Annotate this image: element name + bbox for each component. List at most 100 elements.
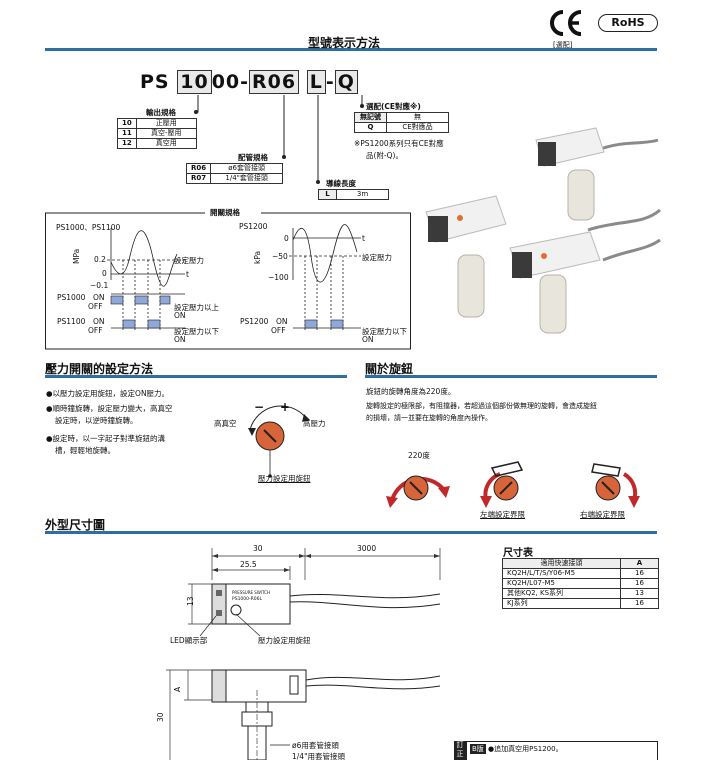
ps1000-above-on: ON <box>174 311 186 320</box>
setting-knob-label: 壓力設定用旋鈕 <box>258 474 311 483</box>
dim-a: A <box>173 686 182 692</box>
pressure-setting-item-4: ●設定時，以一字起子對準旋鈕的溝 <box>46 434 166 443</box>
model-option-code: Q <box>334 70 358 94</box>
fitting-label-1: ø6用套管接頭 <box>292 741 339 750</box>
left-tick-02: 0.2 <box>94 255 106 264</box>
sensor-print-1: PRESSURE SWITCH <box>232 590 270 595</box>
revision-tag: 訂正 <box>454 741 466 760</box>
option-note-2: 品(附-Q)。 <box>366 151 403 160</box>
right-limit-label: 右端設定界限 <box>580 510 625 519</box>
knob-line-1: 旋鈕的旋轉角度為220度。 <box>366 387 456 396</box>
piping-spec-title: 配管規格 <box>238 153 268 162</box>
revision-box <box>466 741 658 760</box>
high-pressure-label: 高壓力 <box>303 419 326 428</box>
header-bar <box>45 48 657 51</box>
product-image <box>425 127 661 334</box>
switch-right-title: PS1200 <box>239 222 268 231</box>
switch-spec-diagram <box>45 210 411 350</box>
ce-caption: [選配] <box>553 41 573 49</box>
knob-rotation-diagrams <box>386 461 640 508</box>
left-tick-neg01: −0.1 <box>90 281 109 290</box>
dimensions-title: 外型尺寸圖 <box>45 518 106 532</box>
ce-mark <box>548 8 584 38</box>
model-prefix: PS <box>140 71 170 93</box>
output-spec-title: 輸出規格 <box>146 108 176 117</box>
switch-right-unit: kPa <box>253 250 262 264</box>
ps1100-below: 設定壓力以下 <box>174 327 219 336</box>
dim-30: 30 <box>253 544 263 553</box>
model-connectors <box>194 95 364 184</box>
switch-left-unit: MPa <box>72 248 81 264</box>
right-tick-0: 0 <box>284 234 289 243</box>
knob-degree-label: 220度 <box>408 451 430 460</box>
pressure-setting-item-1: ●以壓力設定用旋鈕，設定ON壓力。 <box>46 389 170 398</box>
pressure-setting-item-3: 設定時，以逆時鐘旋轉。 <box>55 416 138 425</box>
ps1200-off: OFF <box>271 326 286 335</box>
ps1100-label: PS1100 <box>57 317 86 326</box>
right-t-label: t <box>362 234 365 243</box>
dim-knob-label: 壓力設定用旋鈕 <box>258 636 311 645</box>
left-setting-label: 設定壓力 <box>174 256 204 265</box>
switch-spec-title: 開關規格 <box>210 208 240 217</box>
dimension-drawing <box>166 548 441 760</box>
wire-spec-title: 導線長度 <box>326 179 356 188</box>
dim-30-vertical: 30 <box>156 712 165 722</box>
dim-13: 13 <box>186 596 195 606</box>
knob-line-3: 的損壞，請一並要在旋轉的角度內操作。 <box>366 414 492 422</box>
revision-badge: B版 <box>470 744 486 754</box>
option-note-1: ※PS1200系列只有CE對應 <box>354 139 444 148</box>
knob-section-title: 關於旋鈕 <box>365 362 414 376</box>
ps1200-label: PS1200 <box>240 317 269 326</box>
pressure-setting-bar <box>45 375 347 378</box>
ps1000-off: OFF <box>88 302 103 311</box>
right-setting-label: 設定壓力 <box>362 253 392 262</box>
knob-line-2: 旋轉設定的極限部，有阻擋器，若超過這個部份做無理的旋轉，會造成旋鈕 <box>366 402 597 410</box>
ps1000-above: 設定壓力以上 <box>174 303 219 312</box>
option-spec-title: 選配(CE對應※) <box>366 102 421 111</box>
dim-25-5: 25.5 <box>240 560 257 569</box>
left-limit-label: 左端設定界限 <box>480 510 525 519</box>
left-tick-0: 0 <box>102 269 107 278</box>
ps1100-below-on: ON <box>174 335 186 344</box>
sensor-print-2: PS1000-R06L <box>232 597 263 602</box>
left-t-label: t <box>186 270 189 279</box>
high-vacuum-label: 高真空 <box>214 419 237 428</box>
ps1100-on: ON <box>93 317 105 326</box>
fitting-label-2: 1/4"用套管接頭 <box>292 752 346 760</box>
knob-section-bar <box>365 375 657 378</box>
model-output-code: 10 <box>177 70 212 94</box>
model-dash2: - <box>325 71 335 93</box>
pressure-setting-item-5: 槽，輕輕地旋轉。 <box>55 446 115 455</box>
ps1200-below-on: ON <box>362 335 374 344</box>
ps1000-on: ON <box>93 293 105 302</box>
plus-sign: + <box>280 400 291 414</box>
minus-sign: − <box>254 400 265 414</box>
revision-note: ●追加真空用PS1200。 <box>488 745 563 753</box>
led-display-label: LED顯示部 <box>170 636 208 645</box>
switch-left-title: PS1000、PS1100 <box>56 223 121 232</box>
model-mid: 00 <box>211 71 241 93</box>
setting-knob-diagram <box>248 405 310 478</box>
pressure-setting-title: 壓力開關的設定方法 <box>45 362 154 376</box>
ps1200-on: ON <box>276 317 288 326</box>
ps1200-below: 設定壓力以下 <box>362 327 407 336</box>
page-title: 型號表示方法 <box>308 36 381 50</box>
model-dash1: - <box>240 71 250 93</box>
ps1100-off: OFF <box>88 326 103 335</box>
